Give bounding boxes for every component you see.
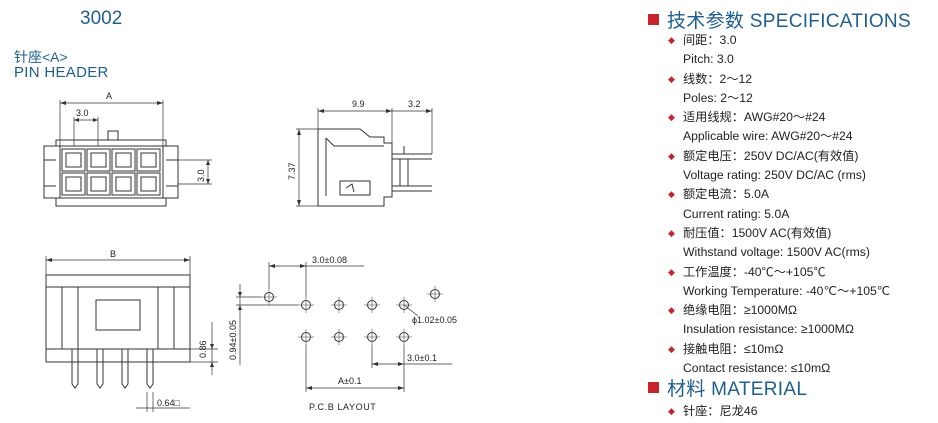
- diamond-bullet-icon: ◆: [668, 343, 675, 354]
- spec-cn: 额定电流：5.0A: [683, 187, 770, 202]
- diamond-bullet-icon: ◆: [668, 189, 675, 200]
- side-view: [296, 108, 433, 207]
- dim-row-pitch-label: 3.0: [196, 169, 206, 182]
- dim-post-label: 0.86: [198, 340, 208, 358]
- spec-en: Insulation resistance: ≥1000MΩ: [683, 322, 854, 337]
- material-title: 材料 MATERIAL: [667, 379, 808, 400]
- dim-pin-label: 0.64□: [157, 398, 181, 408]
- model-number: 3002: [80, 8, 123, 29]
- technical-drawing: A 3.0 3.0 9.9 3.2 7.37: [43, 91, 457, 412]
- dim-b-label: B: [110, 249, 116, 259]
- spec-item: ◆ 额定电流：5.0A Current rating: 5.0A: [668, 185, 936, 224]
- front-cavities: [61, 148, 161, 196]
- material-cn: 针座：尼龙46: [683, 404, 758, 418]
- diamond-bullet-icon: ◆: [668, 73, 675, 84]
- spec-cn: 适用线规：AWG#20～#24: [683, 110, 826, 125]
- material-list: ◆ 针座：尼龙46: [668, 402, 758, 421]
- spec-en: Withstand voltage: 1500V AC(rms): [683, 245, 870, 260]
- spec-item: ◆ 间距：3.0 Pitch: 3.0: [668, 31, 936, 70]
- pcb-pitch-top-label: 3.0±0.08: [312, 255, 347, 265]
- diamond-bullet-icon: ◆: [668, 227, 675, 238]
- diamond-bullet-icon: ◆: [668, 305, 675, 316]
- spec-cn: 接触电阻：≤10mΩ: [683, 341, 784, 356]
- pcb-layout-label: P.C.B LAYOUT: [309, 402, 376, 412]
- red-square-icon: [648, 14, 659, 25]
- specifications-header: 技术参数 SPECIFICATIONS: [648, 6, 911, 33]
- specifications-title: 技术参数 SPECIFICATIONS: [667, 11, 911, 32]
- spec-cn: 工作温度：-40℃～+105℃: [683, 264, 826, 279]
- dim-height-label: 7.37: [287, 162, 297, 180]
- diamond-bullet-icon: ◆: [668, 266, 675, 277]
- pcb-offset-label: 0.94±0.05: [228, 320, 238, 360]
- pcb-a-label: A±0.1: [338, 376, 361, 386]
- spec-en: Pitch: 3.0: [683, 52, 734, 67]
- bottom-view: [45, 256, 218, 412]
- spec-item: ◆ 线数：2～12 Poles: 2～12: [668, 70, 936, 109]
- diamond-bullet-icon: ◆: [668, 112, 675, 123]
- spec-en: Poles: 2～12: [683, 90, 753, 105]
- product-name-en: PIN HEADER: [14, 64, 109, 81]
- spec-en: Working Temperature: -40℃～+105℃: [683, 283, 891, 298]
- spec-en: Current rating: 5.0A: [683, 206, 790, 221]
- dim-pitch-label: 3.0: [76, 108, 89, 118]
- pcb-hole-label: ϕ1.02±0.05: [412, 315, 457, 325]
- spec-item: ◆ 额定电压：250V DC/AC(有效值) Voltage rating: 25…: [668, 147, 936, 186]
- spec-item: ◆ 接触电阻：≤10mΩ Contact resistance: ≤10mΩ: [668, 340, 936, 379]
- spec-en: Voltage rating: 250V DC/AC (rms): [683, 168, 866, 183]
- material-header: 材料 MATERIAL: [648, 374, 807, 401]
- spec-en: Applicable wire: AWG#20～#24: [683, 129, 853, 144]
- pcb-layout: [236, 262, 452, 392]
- spec-item: ◆ 绝缘电阻：≥1000MΩ Insulation resistance: ≥10…: [668, 301, 936, 340]
- dim-tail-label: 3.2: [408, 99, 421, 109]
- pcb-pitch-bottom-label: 3.0±0.1: [407, 353, 437, 363]
- front-view: [43, 100, 212, 207]
- dim-width-label: 9.9: [352, 99, 365, 109]
- dim-a-label: A: [106, 91, 112, 101]
- spec-cn: 线数：2～12: [683, 71, 753, 86]
- specifications-list: ◆间距：3.0 Pitch: 3.0 ◆线数：2～12 Poles: 2～12 …: [668, 31, 936, 378]
- pin-tails: [71, 348, 154, 389]
- diamond-bullet-icon: ◆: [668, 406, 675, 416]
- diamond-bullet-icon: ◆: [668, 35, 675, 45]
- spec-en: Contact resistance: ≤10mΩ: [683, 361, 831, 376]
- spec-item: ◆ 适用线规：AWG#20～#24 Applicable wire: AWG#20…: [668, 108, 936, 147]
- spec-item: ◆ 工作温度：-40℃～+105℃ Working Temperature: -4…: [668, 263, 936, 302]
- spec-cn: 绝缘电阻：≥1000MΩ: [683, 303, 798, 318]
- spec-item: ◆ 耐压值：1500V AC(有效值) Withstand voltage: 15…: [668, 224, 936, 263]
- spec-cn: 额定电压：250V DC/AC(有效值): [683, 148, 859, 163]
- product-name-cn: 针座<A>: [14, 49, 68, 65]
- spec-cn: 耐压值：1500V AC(有效值): [683, 225, 832, 240]
- diamond-bullet-icon: ◆: [668, 150, 675, 161]
- red-square-icon: [648, 382, 659, 393]
- spec-cn: 间距：3.0: [683, 33, 737, 47]
- material-item: ◆ 针座：尼龙46: [668, 402, 758, 421]
